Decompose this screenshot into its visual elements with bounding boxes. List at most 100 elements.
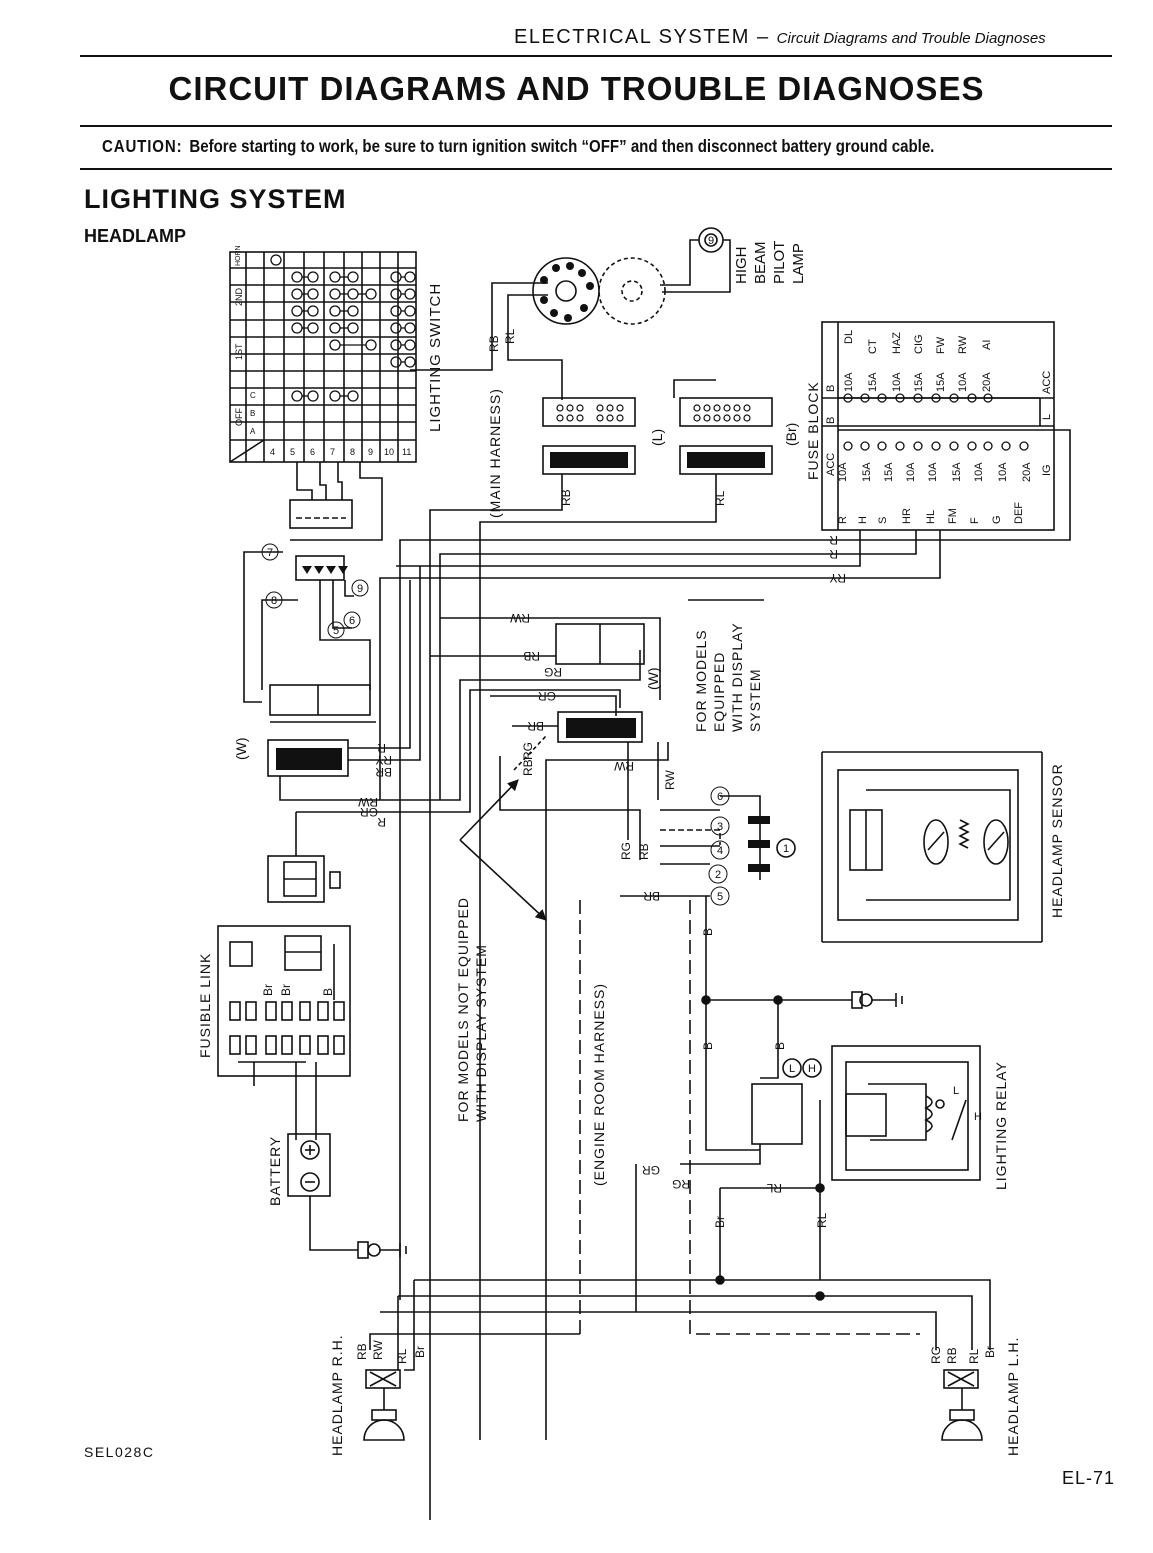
fuse-top-name-1: DL [843,330,855,344]
relay-term-l: L [789,1063,795,1075]
fuse-block [379,321,1071,1300]
lh-wire-br: Br [983,1346,997,1358]
term-4: 4 [717,845,723,857]
subsystem-title: HEADLAMP [84,226,186,246]
wire-rg-4: RG [672,1177,690,1191]
fuse-bot-name-9: DEF [1013,502,1025,524]
caution-text: Before starting to work, be sure to turn… [189,136,935,156]
fuse-bot-name-2: H [857,516,869,524]
headlamp-sensor [821,751,1043,943]
fuse-row-b-top: B [825,385,837,392]
switch-terminal-7: 7 [330,447,335,457]
fuse-row-acc-bot: ACC [825,453,837,476]
conn-l-label: (L) [649,429,665,446]
fuse-top-amp-1: 10A [843,372,855,392]
wire-ry-1: RY [830,571,846,585]
wire-rw-4: RW [663,770,677,790]
wire-rb-2: RB [559,489,573,506]
wire-b-2: B [701,1042,715,1050]
rh-wire-rl: RL [395,1348,409,1364]
wire-rl-2: RL [713,490,727,506]
term-5: 5 [333,625,339,637]
wire-rl-3: RL [766,1181,782,1195]
switch-terminal-5: 5 [290,447,295,457]
wire-r-1: R [829,533,838,547]
fuse-bot-name-5: HL [925,510,937,524]
term-9: 9 [357,583,363,595]
caution-note: CAUTION: Before starting to work, be sure… [102,136,934,157]
wire-rb-1: RB [487,335,501,352]
term-8: 8 [271,595,277,607]
fusible-link [217,925,351,1140]
wire-rb-5: RB [637,843,651,860]
switch-terminal-9: 9 [368,447,373,457]
display-models-label-1: FOR MODELS [693,629,709,732]
lighting-switch [229,251,417,541]
fuse-top-name-6: RW [957,335,969,354]
main-harness-connectors [429,379,773,1520]
battery [287,1133,407,1259]
caution-label: CAUTION: [102,136,183,156]
wire-gr-3: GR [642,1163,660,1177]
page-title: CIRCUIT DIAGRAMS AND TROUBLE DIAGNOSES [168,70,985,107]
display-models-label-4: SYSTEM [747,668,763,732]
switch-terminal-11: 11 [402,447,411,457]
wire-rw-2: RW [358,795,378,809]
term-6: 6 [349,615,355,627]
switch-terminal-4: 4 [270,447,275,457]
switch-terminal-6: 6 [310,447,315,457]
wire-gr-2: GR [360,805,378,819]
wire-gr-1: GR [538,689,556,703]
fuse-top-name-2: CT [867,339,879,354]
section-name: ELECTRICAL SYSTEM [514,26,750,48]
lh-wire-rl: RL [967,1348,981,1364]
header-rule [80,55,1112,57]
fuse-row-ig: IG [1041,464,1053,476]
wire-rb-3: RB [523,649,540,663]
pilot-term-9: 9 [708,235,714,247]
display-connectors [430,599,764,1440]
fuse-top-amp-5: 15A [935,372,947,392]
wire-rg-2: RG [521,742,535,760]
section-header: ELECTRICAL SYSTEM – Circuit Diagrams and… [514,26,1046,48]
subsection-name: Circuit Diagrams and Trouble Diagnoses [776,30,1046,47]
system-title: LIGHTING SYSTEM [84,184,347,214]
wire-rw-3: RW [614,759,634,773]
fuse-top-amp-2: 15A [867,372,879,392]
conn-w-left-label: (W) [233,737,249,760]
term-3: 3 [717,821,723,833]
fuse-bot-amp-9: 20A [1021,462,1033,482]
headlamp-rh-label: HEADLAMP R.H. [329,1334,345,1456]
switch-col-a: A [250,427,256,436]
term-7: 7 [267,547,273,559]
switch-pos-off: OFF [234,408,244,426]
rh-wire-rb: RB [355,1343,369,1360]
fuse-top-amp-6: 10A [957,372,969,392]
fl-wire-br-2: Br [279,984,293,996]
fuse-block-label: FUSE BLOCK [805,381,821,480]
wire-r-3: R [377,741,386,755]
pilot-lamp-label-4: LAMP [790,243,807,284]
relay-connector [620,795,903,1009]
page-number: EL-71 [1062,1468,1116,1488]
fuse-block-conn-label: (Br) [783,423,799,446]
wire-r-2: R [829,547,838,561]
switch-corner-label: HORN [235,245,242,266]
non-display-label-2: WITH DISPLAY SYSTEM [473,944,489,1122]
wire-r-4: R [377,815,386,829]
term-2: 2 [715,869,721,881]
switch-col-c: C [250,391,256,400]
fuse-bot-amp-2: 15A [861,462,873,482]
relay-term-h: H [808,1063,816,1075]
relay-inner-l: L [953,1085,959,1097]
caution-bottom-rule [80,168,1112,170]
wire-br-3: BR [643,889,660,903]
wire-b-3: B [773,1042,787,1050]
fl-wire-br-1: Br [261,984,275,996]
fuse-top-name-4: CIG [913,334,925,354]
fuse-top-name-3: HAZ [891,332,903,354]
fl-wire-b: B [321,988,335,996]
wire-br-2: BR [375,765,392,779]
non-display-label-1: FOR MODELS NOT EQUIPPED [455,897,471,1122]
